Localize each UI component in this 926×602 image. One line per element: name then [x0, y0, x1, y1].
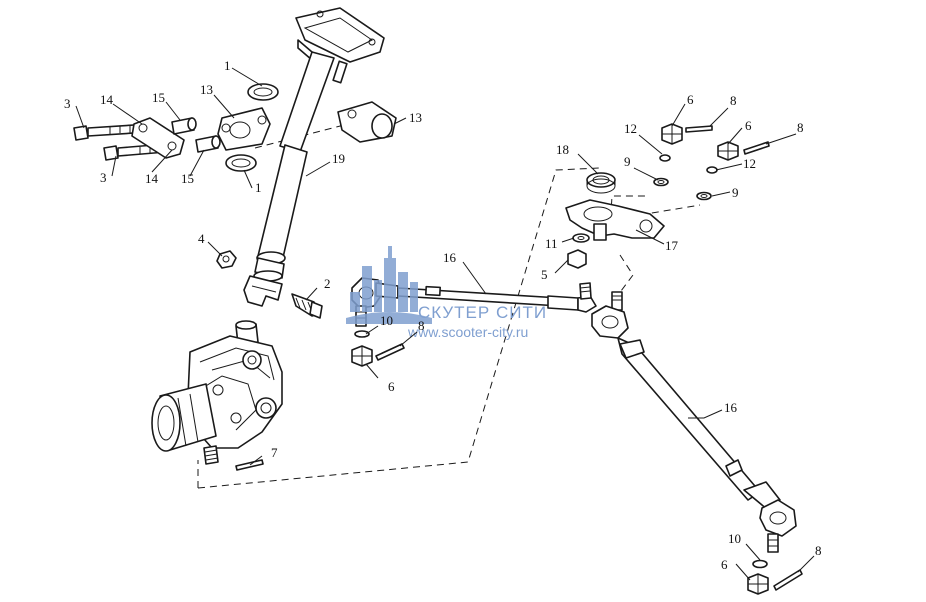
cotter-pin-7 — [235, 459, 264, 471]
pitman-arm-17 — [565, 199, 665, 241]
callout-labels: 1 1 2 3 3 4 5 6 6 6 6 7 8 8 8 8 9 9 10 1… — [64, 58, 822, 572]
callout-8b: 8 — [797, 120, 804, 135]
callout-6b: 6 — [745, 118, 752, 133]
watermark-url: www.scooter-city.ru — [407, 324, 528, 340]
callout-10b: 10 — [728, 531, 741, 546]
callout-17: 17 — [665, 238, 679, 253]
watermark-brand: СКУТЕР СИТИ — [418, 303, 547, 322]
callout-14a: 14 — [100, 92, 114, 107]
callout-leaders — [75, 67, 815, 581]
callout-16b: 16 — [724, 400, 738, 415]
castle-nut-6-top-left — [661, 123, 683, 145]
column-clamp-right — [337, 101, 397, 143]
castle-nut-6-left — [351, 345, 373, 367]
washer-12-top-left — [659, 154, 671, 162]
callout-14b: 14 — [145, 171, 159, 186]
callout-1a: 1 — [224, 58, 231, 73]
nut-5 — [567, 249, 587, 269]
washer-10-left — [354, 330, 370, 338]
washer-11 — [572, 233, 590, 243]
washer-10-right — [752, 559, 768, 569]
bushing-18 — [586, 172, 616, 194]
callout-13a: 13 — [200, 82, 213, 97]
callout-18: 18 — [556, 142, 569, 157]
callout-19: 19 — [332, 151, 345, 166]
bushing-upper — [247, 83, 279, 101]
callout-3a: 3 — [64, 96, 71, 111]
callout-12b: 12 — [743, 156, 756, 171]
callout-3b: 3 — [100, 170, 107, 185]
callout-8a: 8 — [730, 93, 737, 108]
watermark: СКУТЕР СИТИ www.scooter-city.ru — [346, 246, 547, 340]
callout-2: 2 — [324, 276, 331, 291]
steering-column — [243, 7, 385, 307]
callout-10a: 10 — [380, 313, 393, 328]
washer-12-top-right — [706, 166, 718, 174]
callout-12a: 12 — [624, 121, 637, 136]
callout-8d: 8 — [815, 543, 822, 558]
callout-7: 7 — [271, 445, 278, 460]
spacer-upper — [171, 117, 197, 135]
callout-5: 5 — [541, 267, 548, 282]
clamp-bolt-2 — [291, 293, 323, 319]
callout-4: 4 — [198, 231, 205, 246]
cotter-pin-8-right — [773, 569, 803, 591]
washer-9-top-right — [696, 191, 712, 201]
callout-16a: 16 — [443, 250, 457, 265]
cotter-pin-8-top-right — [743, 141, 770, 155]
tie-rod-right — [591, 291, 797, 553]
callout-13b: 13 — [409, 110, 422, 125]
cotter-pin-8-left — [375, 343, 405, 361]
callout-9a: 9 — [624, 154, 631, 169]
callout-6d: 6 — [721, 557, 728, 572]
column-clamp-left — [217, 107, 271, 151]
callout-6c: 6 — [388, 379, 395, 394]
callout-9b: 9 — [732, 185, 739, 200]
castle-nut-6-right — [747, 573, 769, 595]
callout-15a: 15 — [152, 90, 165, 105]
callout-6a: 6 — [687, 92, 694, 107]
callout-1b: 1 — [255, 180, 262, 195]
callout-8c: 8 — [418, 318, 425, 333]
cotter-pin-8-top-left — [685, 125, 713, 133]
tie-rod-left — [351, 277, 597, 327]
steering-gear-motor — [151, 320, 283, 465]
castle-nut-6-top-right — [717, 141, 739, 161]
spacer-lower — [195, 135, 221, 153]
bushing-lower — [225, 154, 257, 172]
callout-15b: 15 — [181, 171, 194, 186]
callout-11: 11 — [545, 236, 558, 251]
city-skyline-icon — [346, 246, 432, 324]
